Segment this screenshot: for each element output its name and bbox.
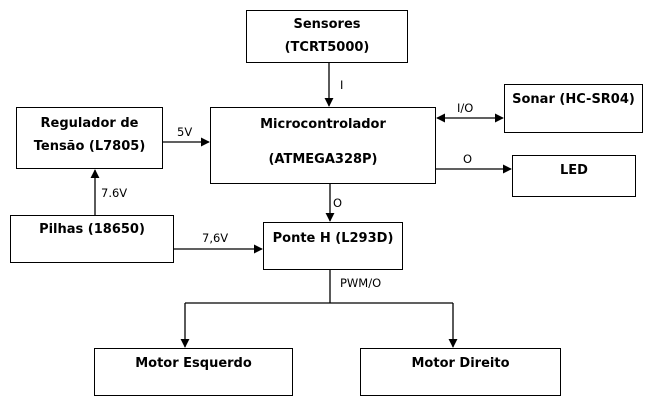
block-batteries: Pilhas (18650) [10, 215, 174, 263]
block-sonar-title: Sonar (HC-SR04) [512, 92, 635, 107]
block-regulator-title: Regulador de [40, 116, 139, 131]
block-microcontroller: Microcontrolador (ATMEGA328P) [210, 107, 436, 184]
block-motor-left: Motor Esquerdo [94, 348, 293, 396]
label-hbridge-to-motors: PWM/O [340, 276, 382, 290]
block-microcontroller-model: (ATMEGA328P) [268, 152, 378, 167]
label-mcu-to-led: O [463, 152, 473, 166]
label-batteries-to-hbridge: 7,6V [202, 231, 229, 245]
block-motor-right-title: Motor Direito [411, 356, 510, 371]
block-regulator-model: Tensão (L7805) [33, 139, 146, 154]
label-mcu-to-hbridge: O [333, 196, 343, 210]
block-hbridge-title: Ponte H (L293D) [272, 231, 394, 246]
block-hbridge: Ponte H (L293D) [263, 222, 403, 270]
label-regulator-to-mcu: 5V [177, 125, 193, 139]
block-sensors-model: (TCRT5000) [284, 40, 370, 55]
label-sensors-to-mcu: I [340, 78, 344, 92]
block-motor-left-title: Motor Esquerdo [135, 356, 252, 371]
label-batteries-to-regulator: 7.6V [101, 186, 128, 200]
block-sensors-title: Sensores [293, 17, 361, 32]
block-led-title: LED [560, 163, 588, 178]
block-batteries-title: Pilhas (18650) [39, 222, 145, 237]
block-microcontroller-title: Microcontrolador [260, 117, 386, 132]
label-mcu-sonar: I/O [457, 101, 474, 115]
block-sensors: Sensores (TCRT5000) [246, 10, 408, 63]
block-led: LED [512, 155, 636, 197]
block-regulator: Regulador de Tensão (L7805) [16, 107, 163, 169]
block-sonar: Sonar (HC-SR04) [504, 84, 643, 133]
block-motor-right: Motor Direito [360, 348, 561, 396]
